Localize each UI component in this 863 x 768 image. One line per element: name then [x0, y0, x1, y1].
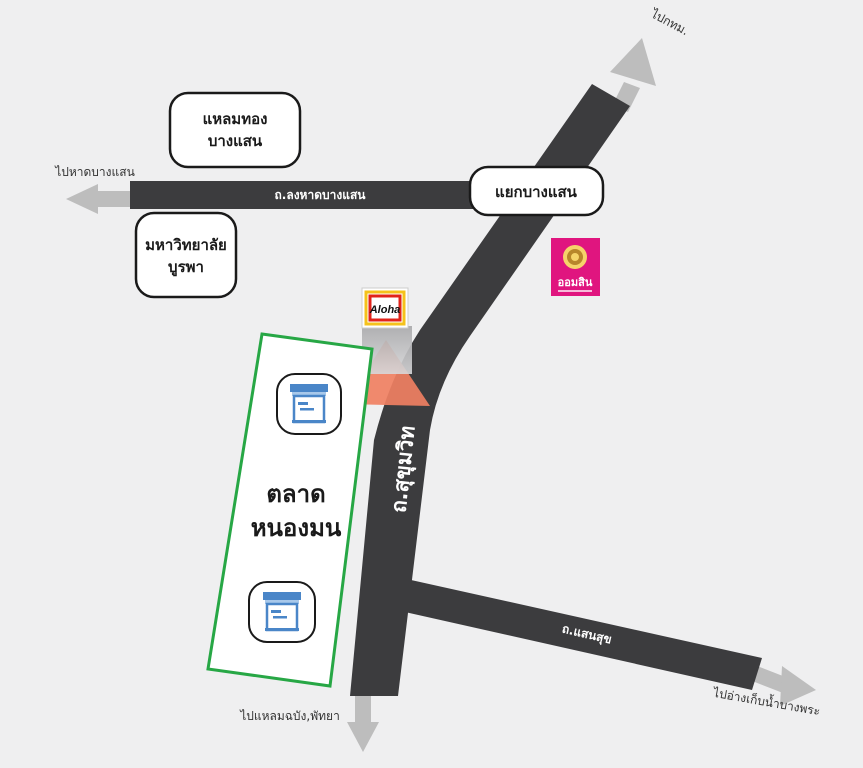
road-label-long-had-bangsaen: ถ.ลงหาดบางแสน	[275, 188, 367, 202]
laem-thong-landmark: แหลมทอง บางแสน	[168, 91, 302, 169]
arrow-to-laem-chabang-icon	[347, 694, 379, 752]
destination-bangkok: ไปกทม.	[648, 6, 691, 38]
bank-logo: ออมสิน	[551, 238, 600, 296]
destination-laem-chabang-pattaya: ไปแหลมฉบัง,พัทยา	[239, 709, 340, 723]
market-stall-icon	[248, 581, 316, 643]
bangsaen-junction-landmark: แยกบางแสน	[468, 165, 605, 217]
market-label-line1: ตลาด	[266, 480, 325, 508]
aloha-logo-text: Aloha	[369, 304, 401, 316]
burapha-label-line1: มหาวิทยาลัย	[145, 236, 227, 254]
laem-thong-label-line2: บางแสน	[208, 132, 263, 150]
bank-name: ออมสิน	[558, 276, 593, 289]
arrow-to-bangsaen-beach-icon	[66, 184, 132, 214]
road-long-had-bangsaen	[130, 181, 520, 209]
burapha-label-line2: บูรพา	[168, 258, 204, 277]
destination-bangsaen-beach: ไปหาดบางแสน	[54, 165, 135, 179]
market-label-line2: หนองมน	[251, 514, 342, 542]
road-saensuk	[396, 578, 762, 690]
market-stall-icon	[276, 373, 342, 435]
aloha-logo: Aloha	[361, 287, 409, 329]
burapha-university-landmark: มหาวิทยาลัย บูรพา	[134, 211, 238, 299]
nong-mon-market-area: ตลาด หนองมน	[206, 332, 374, 688]
laem-thong-label-line1: แหลมทอง	[203, 110, 268, 128]
junction-label: แยกบางแสน	[495, 183, 578, 201]
